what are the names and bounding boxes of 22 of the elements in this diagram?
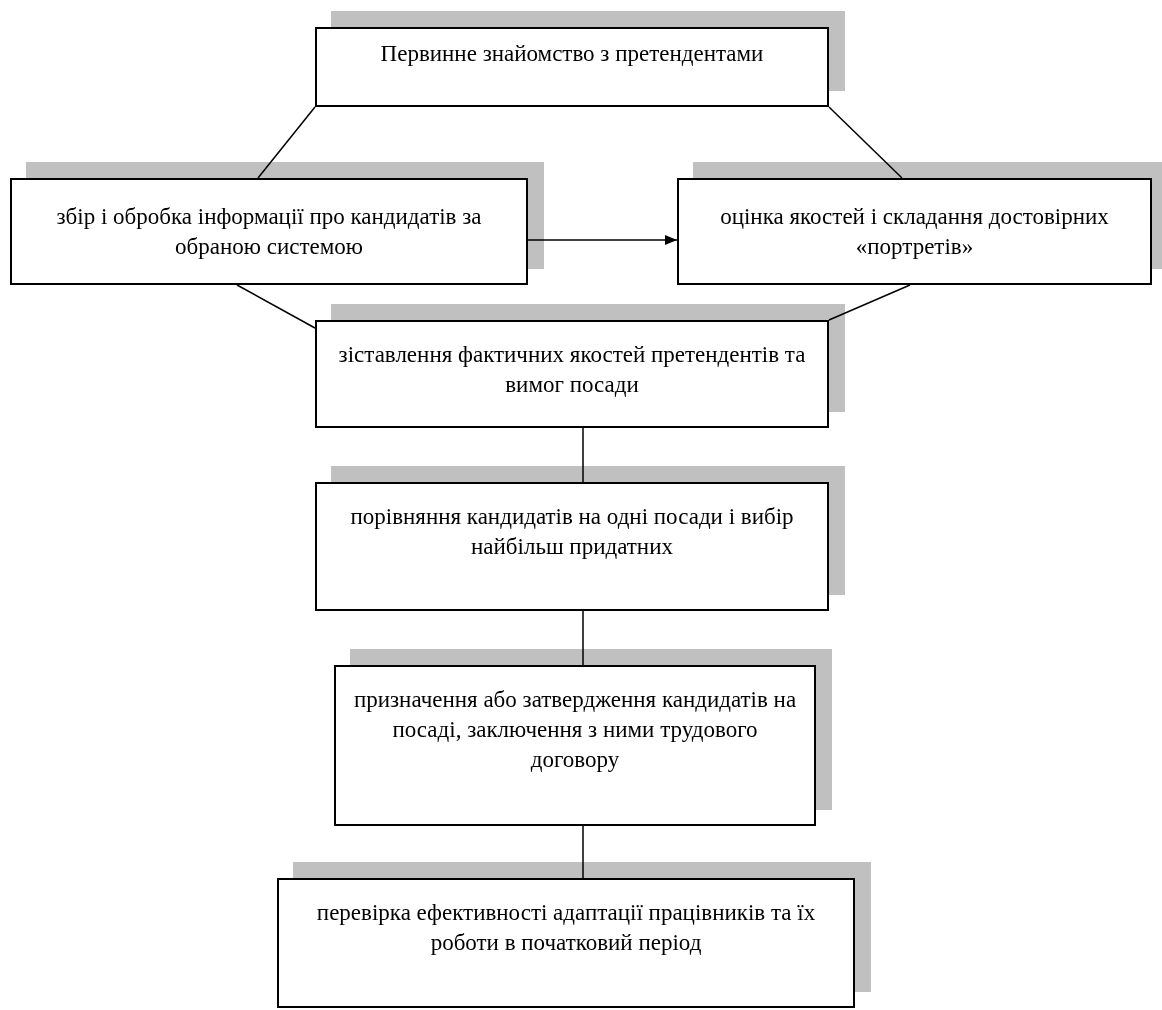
process-box [315,320,829,428]
connector-line [582,825,584,879]
connector-line [257,106,316,179]
connector-line [236,284,316,329]
connector-line [582,427,584,483]
process-box [315,482,829,611]
box-text: оцінка якостей і складання достовірних «портретів» [719,203,1110,261]
connector-line [828,284,911,321]
process-box [10,178,528,285]
box-text: зіставлення фактичних якостей претендентів та вимог посади [337,341,807,399]
process-box [315,27,829,107]
process-box [277,878,855,1008]
box-text: призначення або затвердження кандидатів на посаді, заключення з ними трудового договору [352,686,798,774]
box-text: збір і обробка інформації про кандидатів за обраною системою [55,203,483,261]
process-box [334,665,816,826]
box-text: перевірка ефективності адаптації працівників та їх роботи в початковий період [315,899,817,957]
arrow [527,235,678,245]
process-box [677,178,1152,285]
box-text: порівняння кандидатів на одні посади і вибір найбільш придатних [349,503,795,561]
box-text: Первинне знайомство з претендентами [380,40,764,68]
connector-line [582,610,584,666]
connector-line [828,106,903,179]
